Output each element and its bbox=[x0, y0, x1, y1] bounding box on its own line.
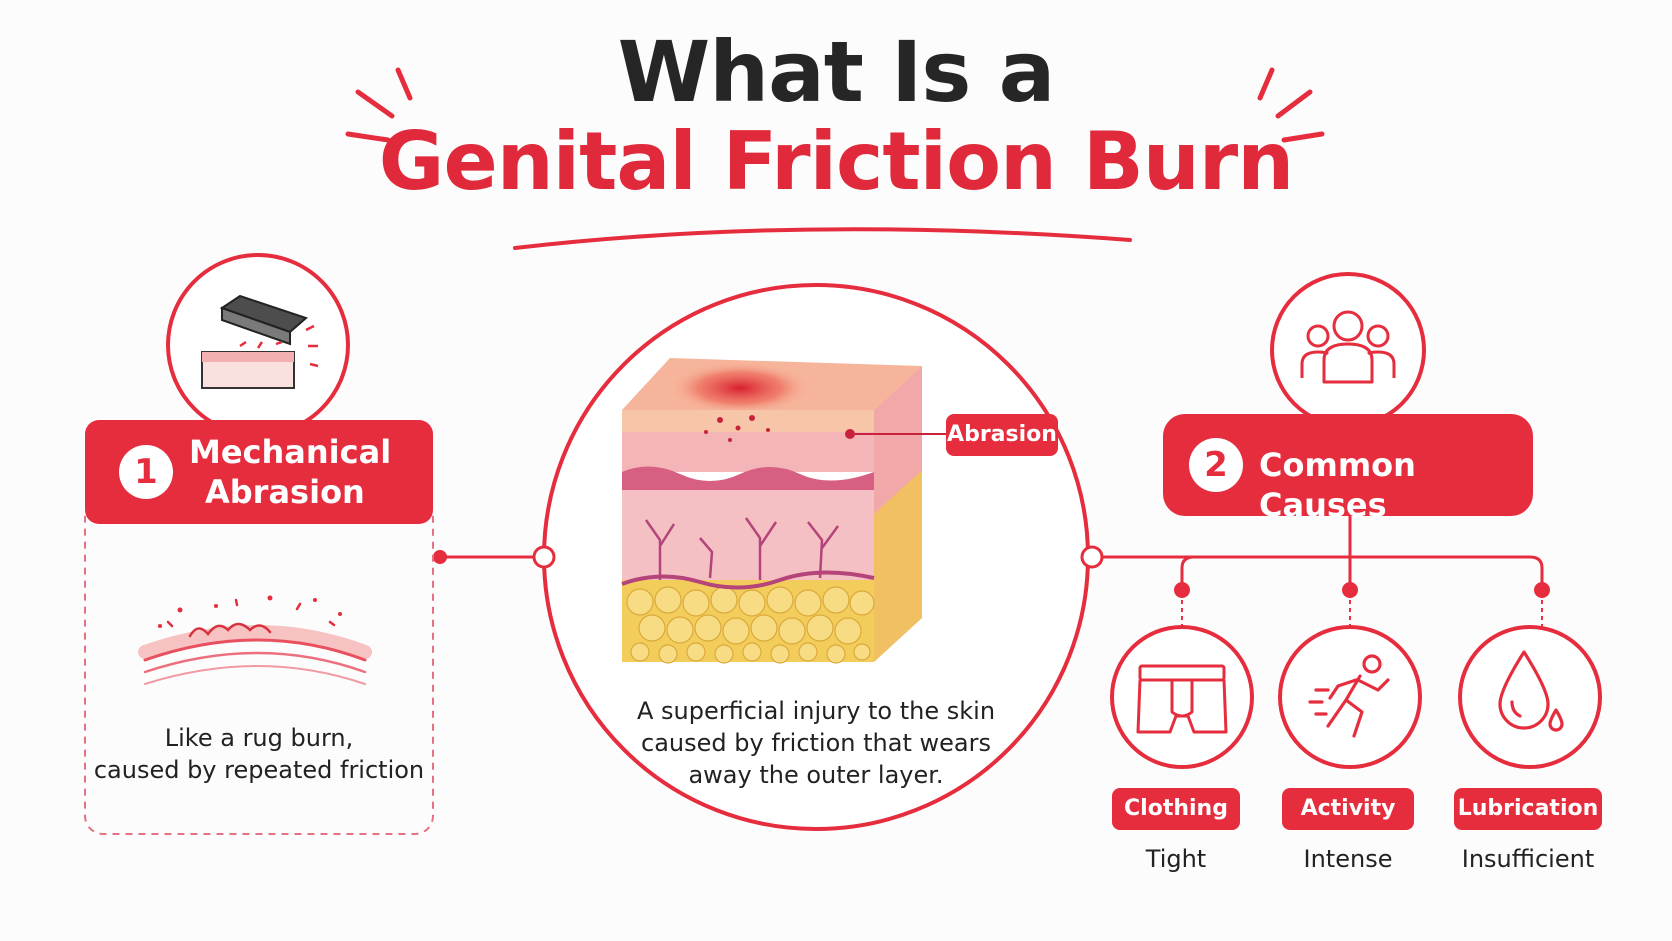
mechanical-abrasion-heading: 1 Mechanical Abrasion bbox=[85, 420, 433, 524]
center-left-node bbox=[532, 545, 556, 569]
center-caption: A superficial injury to the skin caused … bbox=[610, 695, 1022, 791]
title-underline bbox=[513, 227, 1132, 250]
heading-line-2: Abrasion bbox=[205, 473, 365, 511]
cause-tag-clothing: Clothing bbox=[1112, 788, 1240, 830]
center-caption-line-3: away the outer layer. bbox=[688, 761, 944, 789]
eraser-rubbing-skin-icon bbox=[201, 294, 319, 389]
connector-dashes bbox=[1181, 592, 1543, 626]
right-icon-circle bbox=[1270, 272, 1426, 428]
connector-dots bbox=[433, 550, 1550, 598]
cause-detail-clothing: Tight bbox=[1145, 845, 1207, 873]
activity-icon-circle bbox=[1278, 625, 1422, 769]
left-caption-line-1: Like a rug burn, bbox=[164, 724, 354, 752]
abrasion-pointer bbox=[845, 429, 946, 439]
title-emphasis-marks-right bbox=[1257, 67, 1325, 143]
common-causes-heading: 2 Common Causes bbox=[1163, 414, 1533, 524]
center-caption-line-2: caused by friction that wears bbox=[641, 729, 991, 757]
lubrication-icon-circle bbox=[1458, 625, 1602, 769]
cause-detail-lubrication: Insufficient bbox=[1461, 845, 1595, 873]
center-right-node bbox=[1080, 545, 1104, 569]
cause-tag-lubrication: Lubrication bbox=[1454, 788, 1602, 830]
left-icon-circle bbox=[166, 253, 350, 437]
page-title-line1: What Is a bbox=[617, 23, 1056, 121]
title-emphasis-marks-left bbox=[345, 67, 413, 143]
skin-cross-section-illustration bbox=[621, 358, 922, 664]
cause-tag-activity: Activity bbox=[1282, 788, 1414, 830]
running-person-icon bbox=[1308, 654, 1390, 738]
page-title-line2: Genital Friction Burn bbox=[378, 115, 1294, 208]
cause-detail-activity: Intense bbox=[1303, 845, 1393, 873]
step-number-2: 2 bbox=[1189, 438, 1243, 492]
heading-line-1: Mechanical bbox=[189, 433, 392, 471]
center-caption-line-1: A superficial injury to the skin bbox=[636, 697, 996, 725]
left-caption: Like a rug burn, caused by repeated fric… bbox=[85, 722, 433, 786]
clothing-icon-circle bbox=[1110, 625, 1254, 769]
abrasion-layers-icon bbox=[138, 595, 372, 685]
step-number-1: 1 bbox=[119, 445, 173, 499]
underwear-icon bbox=[1136, 664, 1228, 734]
people-group-icon bbox=[1300, 310, 1396, 384]
connector-lines bbox=[440, 516, 1544, 590]
water-drop-icon bbox=[1498, 650, 1564, 732]
mechanical-abrasion-title: Mechanical Abrasion bbox=[189, 432, 433, 512]
common-causes-title: Common Causes bbox=[1259, 446, 1416, 524]
abrasion-label: Abrasion bbox=[946, 414, 1058, 456]
left-caption-line-2: caused by repeated friction bbox=[93, 756, 425, 784]
